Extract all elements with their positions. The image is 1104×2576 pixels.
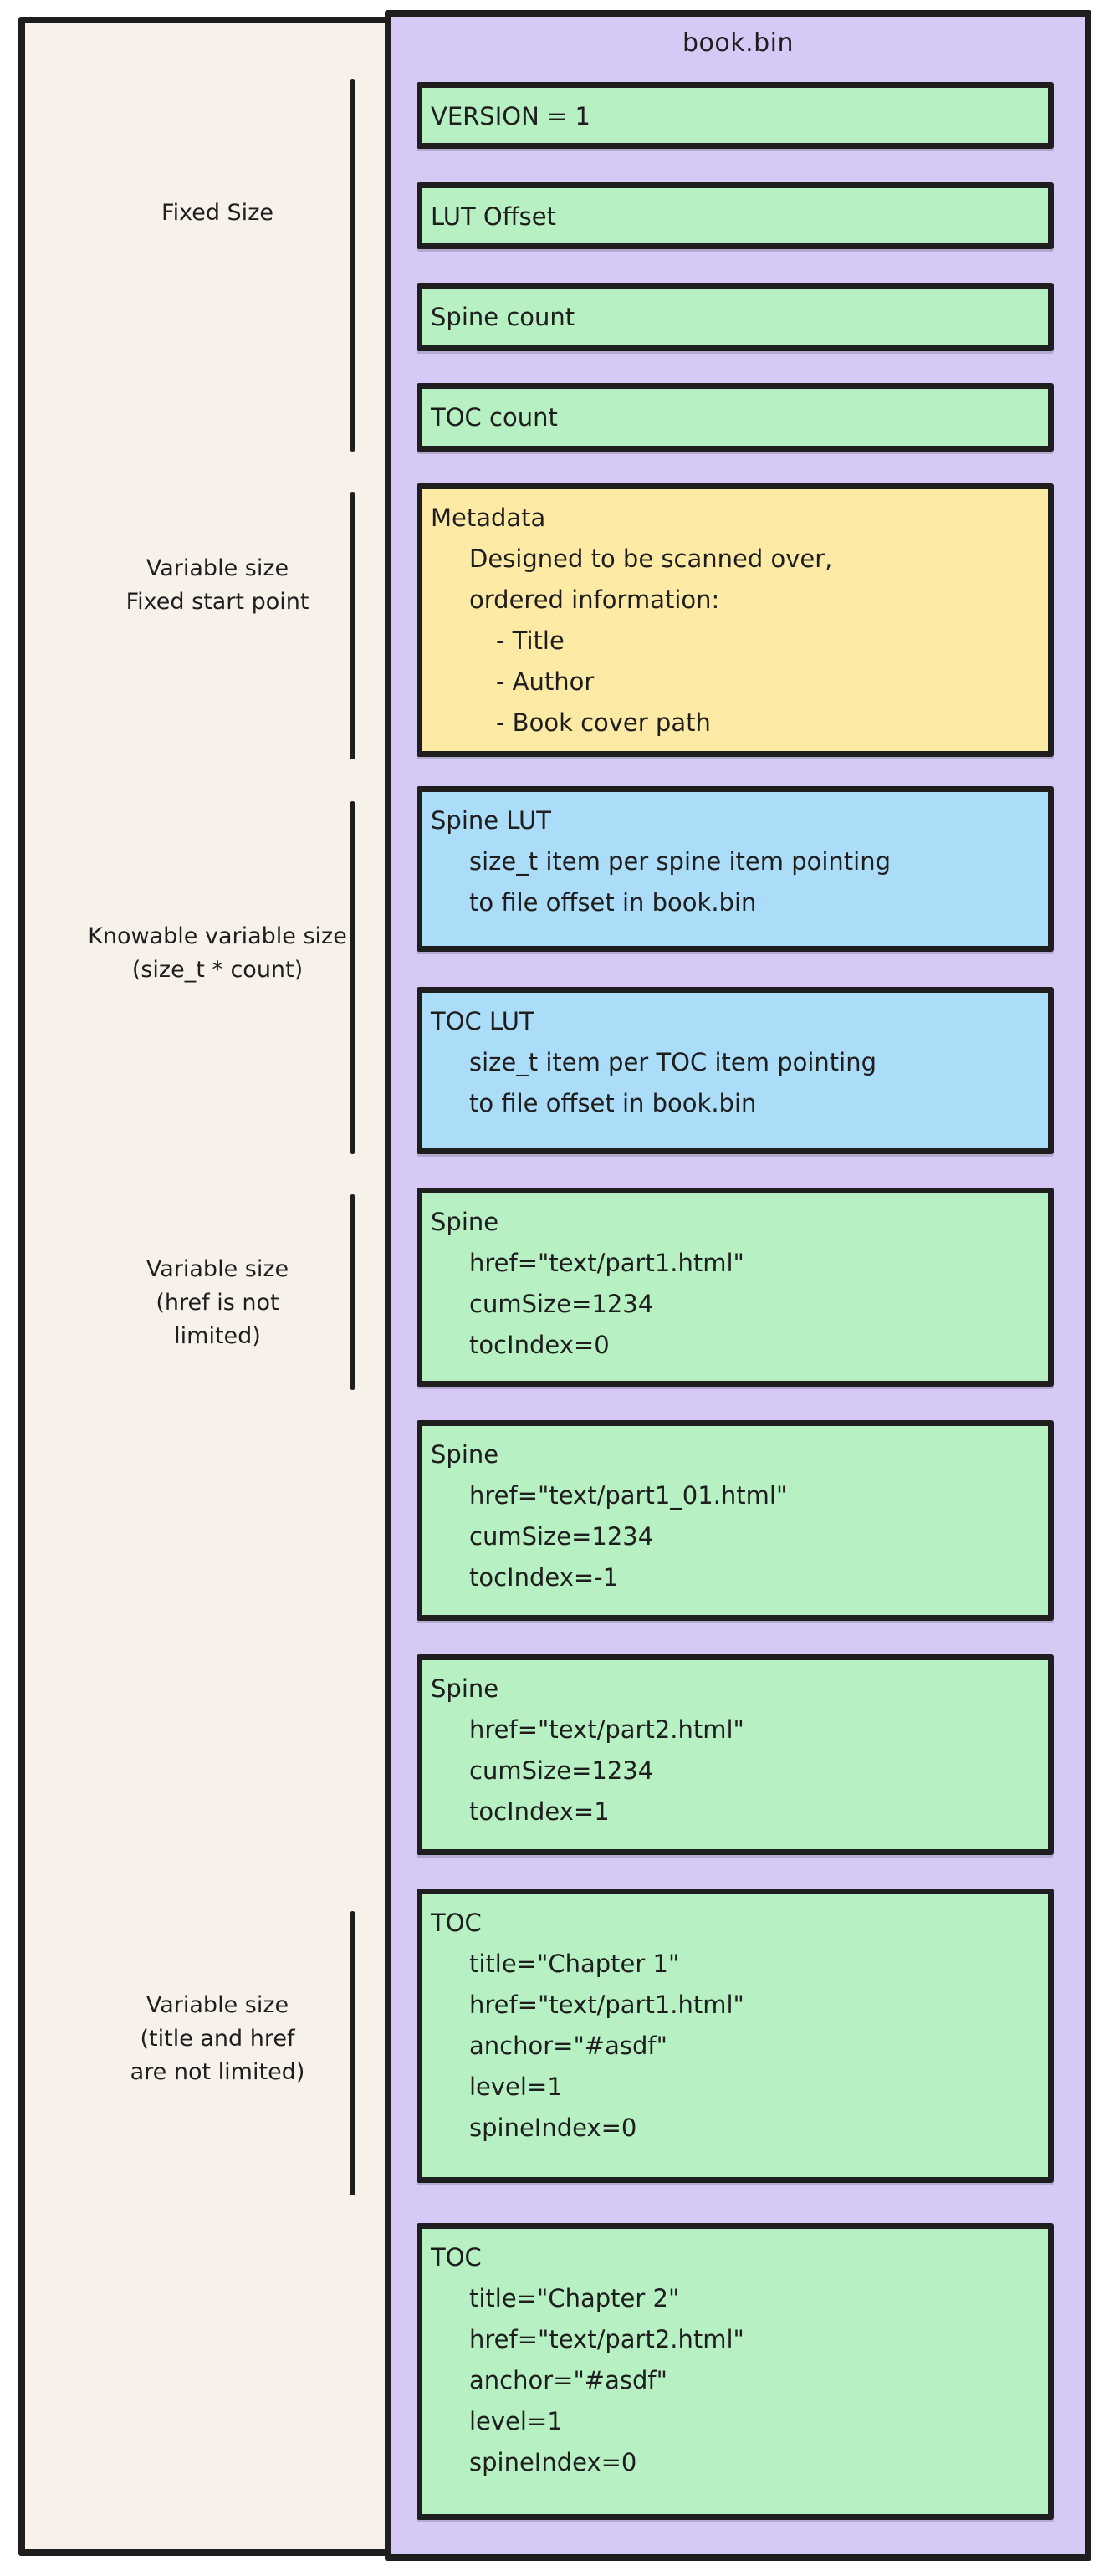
box-toc-count: TOC count: [417, 383, 1054, 452]
bracket-knowable-variable-size: [350, 801, 355, 1154]
box-line: cumSize=1234: [469, 1522, 654, 1551]
box-line: level=1: [469, 2073, 563, 2101]
box-line: ordered information:: [469, 585, 720, 614]
box-line: to file offset in book.bin: [469, 888, 757, 917]
box-spine-3: Spine href="text/part2.html" cumSize=123…: [417, 1654, 1054, 1855]
legend-label-line: (size_t * count): [131, 957, 304, 983]
legend-label-line: (href is not: [156, 1290, 279, 1316]
box-toc-2: TOC title="Chapter 2" href="text/part2.h…: [417, 2223, 1054, 2520]
legend-label-line: are not limited): [130, 2059, 305, 2085]
bracket-variable-size-title-href: [350, 1911, 355, 2195]
box-line: href="text/part2.html": [469, 1715, 744, 1744]
box-line: to file offset in book.bin: [469, 1089, 757, 1117]
legend-variable-size-href: Variable size (href is not limited): [42, 1253, 393, 1353]
box-spine-count: Spine count: [417, 283, 1054, 351]
box-lut-offset: LUT Offset: [417, 182, 1054, 249]
box-spine-lut: Spine LUT size_t item per spine item poi…: [417, 786, 1054, 952]
legend-variable-size-fixed-start: Variable size Fixed start point: [42, 552, 393, 619]
legend-label-line: Fixed Size: [161, 200, 273, 226]
legend-panel: [18, 17, 393, 2556]
box-line: LUT Offset: [431, 202, 556, 231]
box-line: TOC count: [431, 403, 558, 432]
legend-label-line: Variable size: [146, 1256, 289, 1282]
box-line: size_t item per TOC item pointing: [469, 1048, 877, 1076]
legend-label-line: Fixed start point: [125, 589, 309, 615]
legend-knowable-variable-size: Knowable variable size (size_t * count): [42, 920, 393, 987]
box-spine-2: Spine href="text/part1_01.html" cumSize=…: [417, 1420, 1054, 1621]
box-line: Metadata: [431, 503, 546, 532]
legend-label-line: Variable size: [146, 1992, 289, 2018]
box-toc-1: TOC title="Chapter 1" href="text/part1.h…: [417, 1889, 1054, 2183]
box-line: cumSize=1234: [469, 1756, 654, 1785]
box-version: VERSION = 1: [417, 82, 1054, 149]
box-line: TOC: [431, 1909, 482, 1937]
box-line: - Book cover path: [496, 708, 711, 737]
box-line: - Title: [496, 626, 565, 655]
bracket-variable-size-href: [350, 1194, 355, 1390]
box-line: tocIndex=1: [469, 1797, 610, 1826]
box-line: tocIndex=0: [469, 1331, 610, 1359]
box-line: - Author: [496, 667, 595, 696]
legend-variable-size-title-href: Variable size (title and href are not li…: [42, 1989, 393, 2089]
box-spine-1: Spine href="text/part1.html" cumSize=123…: [417, 1188, 1054, 1387]
box-toc-lut: TOC LUT size_t item per TOC item pointin…: [417, 987, 1054, 1154]
box-line: anchor="#asdf": [469, 2032, 667, 2060]
box-line: Designed to be scanned over,: [469, 544, 833, 573]
box-line: href="text/part1.html": [469, 1991, 744, 2019]
box-line: tocIndex=-1: [469, 1563, 619, 1592]
legend-label-line: (title and href: [140, 2026, 295, 2052]
box-line: title="Chapter 2": [469, 2284, 680, 2313]
box-line: level=1: [469, 2407, 563, 2435]
box-line: href="text/part2.html": [469, 2325, 744, 2354]
box-line: Spine count: [431, 303, 575, 331]
box-metadata: Metadata Designed to be scanned over, or…: [417, 483, 1054, 757]
box-line: TOC LUT: [431, 1007, 534, 1035]
box-line: TOC: [431, 2243, 482, 2272]
box-line: cumSize=1234: [469, 1290, 654, 1318]
box-line: size_t item per spine item pointing: [469, 847, 892, 876]
box-line: spineIndex=0: [469, 2113, 637, 2142]
bracket-fixed-size: [350, 79, 355, 452]
legend-label-line: Knowable variable size: [88, 923, 347, 949]
box-line: href="text/part1.html": [469, 1249, 744, 1277]
legend-label-line: limited): [174, 1323, 261, 1349]
box-line: VERSION = 1: [431, 102, 590, 130]
bracket-variable-size-fixed-start: [350, 492, 355, 759]
box-line: Spine LUT: [431, 806, 551, 835]
box-line: Spine: [431, 1208, 499, 1236]
box-line: title="Chapter 1": [469, 1950, 680, 1978]
box-line: href="text/part1_01.html": [469, 1481, 788, 1510]
box-line: Spine: [431, 1440, 499, 1469]
legend-fixed-size: Fixed Size: [42, 197, 393, 230]
file-title: book.bin: [682, 28, 795, 58]
box-line: anchor="#asdf": [469, 2366, 667, 2395]
box-line: spineIndex=0: [469, 2448, 637, 2476]
box-line: Spine: [431, 1674, 499, 1703]
legend-label-line: Variable size: [146, 555, 289, 581]
